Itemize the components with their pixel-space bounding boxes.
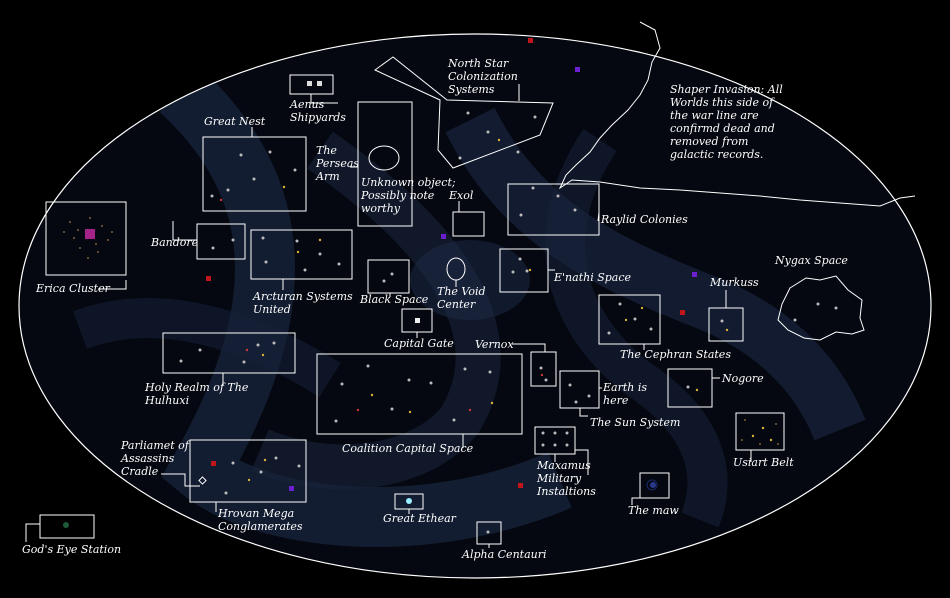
shaper-note-line-3: the war line are [670, 109, 759, 122]
hrovan-label: Hrovan Mega Conglamerates [218, 507, 303, 533]
vernox-label: Vernox [475, 338, 514, 351]
north-star-line-2: Colonization [448, 70, 518, 83]
great-nest-box [202, 136, 307, 212]
leader-lines [25, 84, 752, 548]
exol-label: Exol [449, 189, 474, 202]
nygax-space-outline [777, 275, 865, 341]
great-nest-label: Great Nest [204, 115, 266, 128]
north-star-label: North Star Colonization Systems [448, 57, 518, 96]
bandore-label: Bandore [151, 236, 199, 249]
maw-box [639, 472, 670, 499]
unknown-object-marker [368, 145, 400, 171]
earth-line-1: Earth is [603, 381, 648, 394]
great-ethear-label: Great Ethear [383, 512, 456, 525]
hrovan-box [189, 439, 307, 503]
capital-gate-label: Capital Gate [384, 337, 454, 350]
shaper-invasion-note: Shaper Invasion: All Worlds this side of… [670, 83, 783, 161]
nogore-box [667, 368, 713, 408]
perseas-arm-label: The Perseas Arm [316, 144, 359, 183]
cephran-box [598, 294, 661, 345]
exol-box [452, 211, 485, 237]
nogore-label: Nogore [722, 372, 764, 385]
gods-eye-box [39, 514, 95, 539]
unknown-object-line-1: Unknown object; [361, 176, 456, 189]
holy-realm-box [162, 332, 296, 374]
perseas-line-3: Arm [316, 170, 340, 183]
holy-realm-label: Holy Realm of The Hulhuxi [145, 381, 248, 407]
parliament-line-3: Cradle [121, 465, 159, 478]
maxamus-line-2: Military [537, 472, 582, 485]
raylid-colonies-box [507, 183, 600, 236]
shaper-note-line-6: galactic records. [670, 148, 764, 161]
arcturan-label: Arcturan Systems United [253, 290, 353, 316]
raylid-colonies-label: Raylid Colonies [601, 213, 688, 226]
murkuss-label: Murkuss [710, 276, 759, 289]
bandore-box [196, 223, 246, 260]
shaper-note-line-2: Worlds this side of [670, 96, 774, 109]
enathi-space-label: E'nathi Space [554, 271, 632, 284]
void-center-label: The Void Center [437, 285, 486, 311]
unknown-object-line-2: Possibly note [361, 189, 435, 202]
void-center-line-2: Center [437, 298, 476, 311]
black-space-box [367, 259, 410, 294]
unknown-object-label: Unknown object; Possibly note worthy [361, 176, 456, 215]
parliament-label: Parliamet of Assassins Cradle [121, 439, 189, 478]
shaper-note-line-1: Shaper Invasion: All [670, 83, 783, 96]
unknown-object-line-3: worthy [361, 202, 401, 215]
perseas-line-2: Perseas [316, 157, 360, 170]
usiart-belt-label: Usiart Belt [733, 456, 794, 469]
usiart-box [735, 412, 785, 451]
shaper-note-line-5: removed from [670, 135, 749, 148]
holy-realm-line-2: Hulhuxi [145, 394, 190, 407]
north-star-line-3: Systems [448, 83, 495, 96]
coalition-capital-label: Coalition Capital Space [342, 442, 474, 455]
void-center-line-1: The Void [437, 285, 486, 298]
hrovan-line-2: Conglamerates [218, 520, 303, 533]
war-line [558, 21, 916, 207]
arcturan-box [250, 229, 353, 280]
sun-system-label: The Sun System [590, 416, 681, 429]
coalition-box [316, 353, 523, 435]
parliament-line-1: Parliamet of [121, 439, 189, 452]
arcturan-line-2: United [253, 303, 291, 316]
erica-cluster-box [45, 201, 127, 276]
star-markers [63, 38, 838, 534]
perseas-line-1: The [316, 144, 337, 157]
earth-label: Earth is here [603, 381, 647, 407]
the-maw-label: The maw [628, 504, 679, 517]
arcturan-line-1: Arcturan Systems [253, 290, 353, 303]
shaper-note-line-4: confirmd dead and [670, 122, 775, 135]
erica-cluster-label: Erica Cluster [36, 282, 110, 295]
gods-eye-label: God's Eye Station [22, 543, 122, 556]
maxamus-label: Maxamus Military Instaltions [537, 459, 596, 498]
earth-line-2: here [603, 394, 629, 407]
aenus-line-2: Shipyards [290, 111, 346, 124]
holy-realm-line-1: Holy Realm of The [145, 381, 249, 394]
nygax-space-label: Nygax Space [775, 254, 848, 267]
maxamus-line-1: Maxamus [537, 459, 591, 472]
maxamus-line-3: Instaltions [537, 485, 596, 498]
nebula-arms [19, 34, 931, 578]
black-space-label: Black Space [360, 293, 429, 306]
cephran-states-label: The Cephran States [620, 348, 731, 361]
perseas-arm-box [357, 101, 413, 227]
north-star-region [374, 56, 554, 169]
north-star-line-1: North Star [448, 57, 509, 70]
vernox-box [530, 351, 557, 387]
hrovan-line-1: Hrovan Mega [218, 507, 295, 520]
parliament-line-2: Assassins [121, 452, 175, 465]
alpha-centauri-label: Alpha Centauri [462, 548, 547, 561]
aenus-shipyards-label: Aenus Shipyards [290, 98, 346, 124]
aenus-line-1: Aenus [290, 98, 325, 111]
galaxy-boundary [18, 33, 932, 579]
